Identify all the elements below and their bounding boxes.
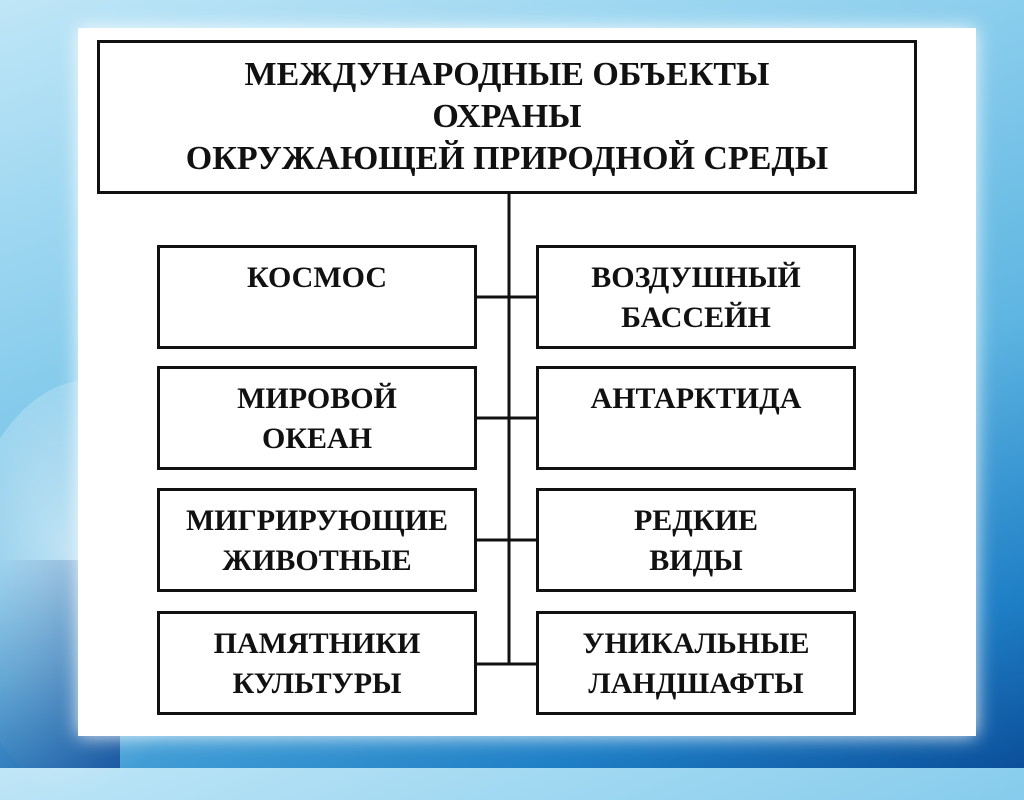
diagram-title-box: МЕЖДУНАРОДНЫЕ ОБЪЕКТЫ ОХРАНЫ ОКРУЖАЮЩЕЙ … bbox=[97, 40, 917, 194]
box-cultural-monuments-line-2: КУЛЬТУРЫ bbox=[214, 664, 421, 704]
box-migratory-animals-line-1: МИГРИРУЮЩИЕ bbox=[186, 501, 448, 541]
box-world-ocean: МИРОВОЙ ОКЕАН bbox=[157, 366, 477, 470]
box-unique-landscapes: УНИКАЛЬНЫЕ ЛАНДШАФТЫ bbox=[536, 611, 856, 715]
box-world-ocean-line-2: ОКЕАН bbox=[237, 419, 397, 459]
box-cultural-monuments-line-1: ПАМЯТНИКИ bbox=[214, 624, 421, 664]
title-line-1: МЕЖДУНАРОДНЫЕ ОБЪЕКТЫ bbox=[245, 54, 770, 96]
box-world-ocean-line-1: МИРОВОЙ bbox=[237, 379, 397, 419]
box-rare-species-line-1: РЕДКИЕ bbox=[634, 501, 758, 541]
box-antarctica: АНТАРКТИДА bbox=[536, 366, 856, 470]
box-unique-landscapes-line-2: ЛАНДШАФТЫ bbox=[582, 664, 809, 704]
box-air-basin-line-2: БАССЕЙН bbox=[591, 298, 800, 338]
title-line-2: ОХРАНЫ bbox=[432, 96, 581, 138]
box-cultural-monuments: ПАМЯТНИКИ КУЛЬТУРЫ bbox=[157, 611, 477, 715]
box-antarctica-line-1: АНТАРКТИДА bbox=[591, 379, 802, 419]
box-migratory-animals: МИГРИРУЮЩИЕ ЖИВОТНЫЕ bbox=[157, 488, 477, 592]
title-line-3: ОКРУЖАЮЩЕЙ ПРИРОДНОЙ СРЕДЫ bbox=[186, 138, 828, 180]
box-rare-species-line-2: ВИДЫ bbox=[634, 541, 758, 581]
box-cosmos: КОСМОС bbox=[157, 245, 477, 349]
box-air-basin-line-1: ВОЗДУШНЫЙ bbox=[591, 258, 800, 298]
box-cosmos-line-1: КОСМОС bbox=[247, 258, 387, 298]
box-unique-landscapes-line-1: УНИКАЛЬНЫЕ bbox=[582, 624, 809, 664]
box-air-basin: ВОЗДУШНЫЙ БАССЕЙН bbox=[536, 245, 856, 349]
box-migratory-animals-line-2: ЖИВОТНЫЕ bbox=[186, 541, 448, 581]
box-rare-species: РЕДКИЕ ВИДЫ bbox=[536, 488, 856, 592]
